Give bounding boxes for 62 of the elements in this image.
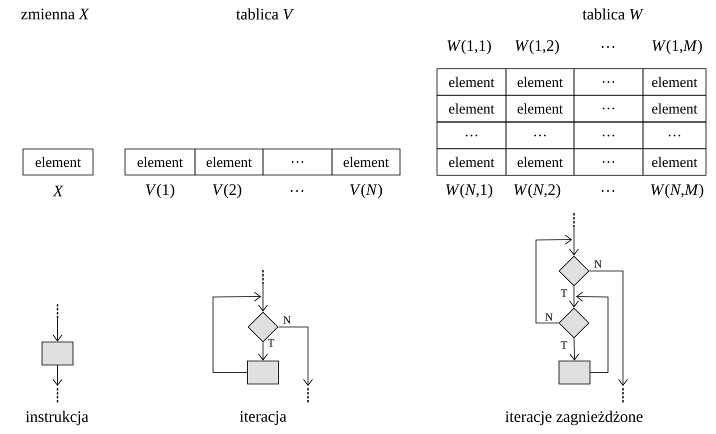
table-cell: element: [22, 148, 94, 176]
table-cell: …: [506, 122, 574, 150]
table-cell: element: [436, 68, 506, 96]
arrow: [569, 286, 579, 308]
index-label: W(N,1): [446, 184, 492, 198]
edge-label: T: [560, 340, 568, 350]
arrow: [258, 284, 268, 312]
edge-label: N: [594, 260, 602, 268]
arrow: [569, 338, 580, 361]
arrow: [536, 234, 572, 324]
arrow: [52, 365, 62, 386]
caption: iteracje zagnieżdżone: [505, 410, 643, 426]
ellipsis: …: [290, 190, 304, 192]
ellipsis: …: [602, 190, 614, 192]
caption: iteracja: [240, 411, 286, 425]
process-box: [558, 360, 590, 384]
table-cell: element: [506, 148, 574, 176]
table-cell: element: [642, 68, 706, 96]
index-label: W(1,M): [652, 40, 702, 54]
table-cell: …: [574, 94, 644, 122]
table-cell: …: [574, 68, 644, 96]
arrow: [278, 326, 313, 386]
caption: instrukcja: [26, 410, 88, 426]
arrow: [569, 228, 579, 256]
heading: tablica W: [582, 8, 644, 20]
edge-label: N: [282, 316, 292, 324]
table-cell: element: [642, 94, 706, 122]
arrow: [589, 270, 628, 386]
table-cell: …: [262, 148, 332, 176]
table-cell: element: [506, 94, 574, 122]
index-label: W(N,M): [651, 184, 704, 198]
table-cell: element: [506, 68, 574, 96]
table-cell: …: [642, 122, 706, 150]
index-label: V(N): [350, 184, 382, 198]
index-label: W(1,2): [515, 40, 559, 54]
index-label: V(2): [212, 184, 242, 198]
table-cell: …: [574, 148, 644, 176]
edge-label: T: [560, 288, 568, 298]
arrow: [212, 292, 261, 373]
arrow: [258, 342, 268, 361]
decision-diamond: [558, 256, 590, 286]
ellipsis: …: [602, 46, 614, 48]
table-cell: …: [436, 122, 506, 150]
table-cell: …: [574, 122, 644, 150]
table-cell: element: [332, 148, 400, 176]
index-label: W(1,1): [447, 40, 491, 54]
table-cell: element: [124, 148, 196, 176]
table-cell: element: [642, 148, 706, 176]
index-label: W(N,2): [514, 184, 560, 198]
table-cell: element: [194, 148, 264, 176]
arrow: [52, 318, 62, 342]
decision-diamond: [558, 308, 590, 338]
edge-label: T: [267, 338, 275, 348]
process-box: [42, 342, 74, 366]
arrow: [576, 292, 608, 373]
table-cell: element: [436, 94, 506, 122]
table-cell: element: [436, 148, 506, 176]
heading: zmienna X: [21, 8, 90, 20]
edge-label: N: [544, 312, 554, 322]
index-label: V(1): [146, 184, 174, 198]
heading: tablica V: [236, 8, 294, 20]
process-box: [247, 360, 279, 384]
